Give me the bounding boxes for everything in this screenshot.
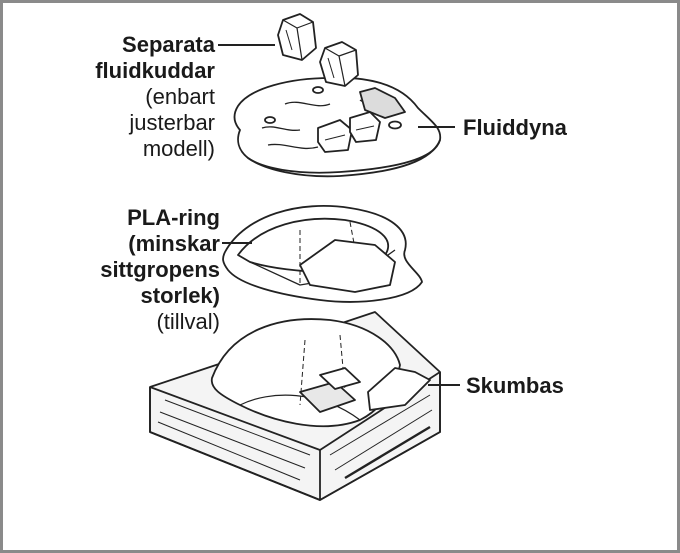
label-separata-fluidkuddar: Separata fluidkuddar (enbart justerbar m… <box>30 32 215 162</box>
pla-line-1: PLA-ring <box>30 205 220 231</box>
pla-note: (tillval) <box>30 309 220 335</box>
pla-line-2: (minskar <box>30 231 220 257</box>
separata-line-1: Separata <box>30 32 215 58</box>
label-fluiddyna: Fluiddyna <box>463 115 567 141</box>
separate-cushions <box>278 14 358 86</box>
separata-note-1: (enbart <box>30 84 215 110</box>
fluid-pad <box>234 78 440 176</box>
separata-note-2: justerbar <box>30 110 215 136</box>
separata-line-2: fluidkuddar <box>30 58 215 84</box>
label-skumbas: Skumbas <box>466 373 564 399</box>
pla-line-4: storlek) <box>30 283 220 309</box>
pla-line-3: sittgropens <box>30 257 220 283</box>
pla-ring <box>223 206 422 302</box>
separata-note-3: modell) <box>30 136 215 162</box>
foam-base <box>150 312 440 500</box>
label-pla-ring: PLA-ring (minskar sittgropens storlek) (… <box>30 205 220 335</box>
